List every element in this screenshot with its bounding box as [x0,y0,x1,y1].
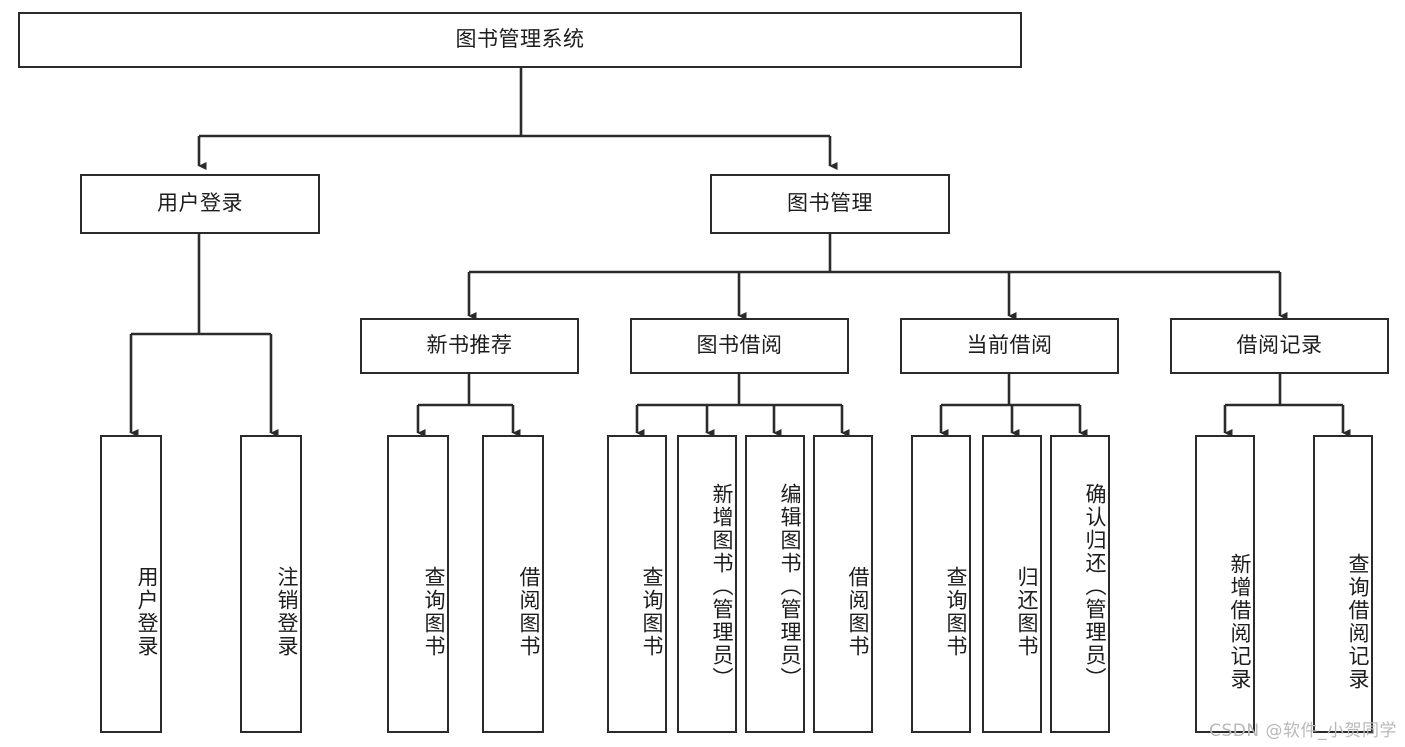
node-label: 借阅图书 [846,566,870,658]
node-leaf-book-borrow-add-book-admin[interactable]: 新增图书（管理员） [677,435,737,733]
node-user-login[interactable]: 用户登录 [80,174,320,234]
node-leaf-user-login-logout[interactable]: 注销登录 [240,435,302,733]
node-label: 查询借阅记录 [1346,553,1370,691]
node-leaf-book-borrow-edit-book-admin[interactable]: 编辑图书（管理员） [745,435,805,733]
node-label: 编辑图书（管理员） [778,482,802,690]
node-label: 用户登录 [135,566,159,658]
node-new-book-recommend[interactable]: 新书推荐 [360,318,579,374]
node-leaf-new-book-query-book[interactable]: 查询图书 [387,435,449,733]
node-leaf-current-borrow-return-book[interactable]: 归还图书 [982,435,1042,733]
node-label: 新增借阅记录 [1228,553,1252,691]
node-label: 借阅图书 [517,566,541,658]
node-leaf-current-borrow-query-book[interactable]: 查询图书 [911,435,971,733]
node-label: 注销登录 [275,566,299,658]
node-label: 图书借阅 [696,333,783,358]
csdn-watermark: CSDN @软件_小贺同学 [1209,721,1397,741]
node-leaf-current-borrow-confirm-return-admin[interactable]: 确认归还（管理员） [1050,435,1110,733]
node-root-book-management-system[interactable]: 图书管理系统 [18,12,1022,68]
node-leaf-user-login-login[interactable]: 用户登录 [100,435,162,733]
node-book-management[interactable]: 图书管理 [710,174,950,234]
node-label: 归还图书 [1015,566,1039,658]
node-borrow-record[interactable]: 借阅记录 [1170,318,1389,374]
node-leaf-new-book-borrow-book[interactable]: 借阅图书 [482,435,544,733]
node-leaf-book-borrow-query-book[interactable]: 查询图书 [607,435,667,733]
node-label: 图书管理 [787,191,873,216]
node-label: 当前借阅 [966,333,1053,358]
node-label: 查询图书 [640,566,664,658]
node-label: 新增图书（管理员） [710,482,734,690]
node-label: 图书管理系统 [455,27,585,52]
node-leaf-borrow-record-query-record[interactable]: 查询借阅记录 [1313,435,1373,733]
node-leaf-borrow-record-add-record[interactable]: 新增借阅记录 [1195,435,1255,733]
node-leaf-book-borrow-borrow-book[interactable]: 借阅图书 [813,435,873,733]
node-label: 查询图书 [944,566,968,658]
node-label: 借阅记录 [1236,333,1323,358]
node-book-borrow[interactable]: 图书借阅 [630,318,849,374]
node-label: 新书推荐 [426,333,513,358]
node-label: 确认归还（管理员） [1083,482,1107,690]
node-current-borrow[interactable]: 当前借阅 [900,318,1119,374]
node-label: 用户登录 [157,191,243,216]
node-label: 查询图书 [422,566,446,658]
